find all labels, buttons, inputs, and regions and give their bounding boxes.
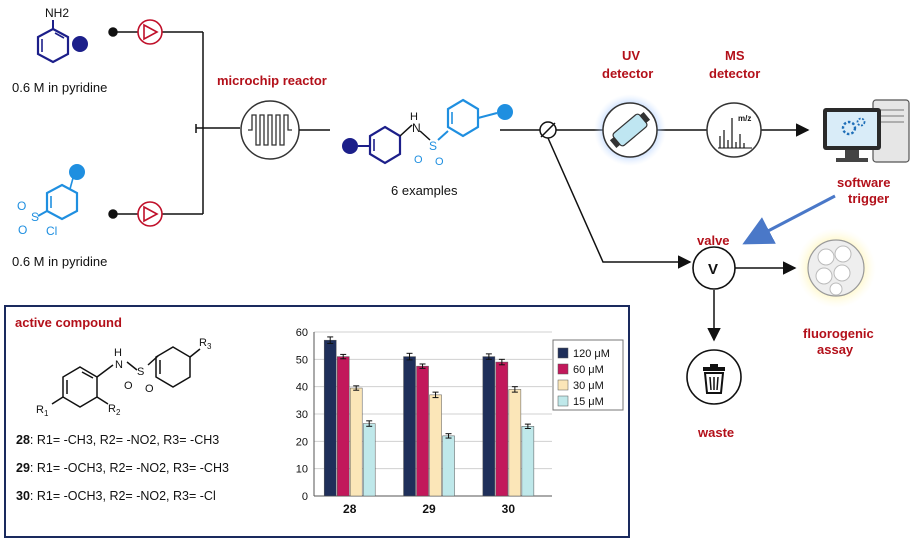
legend-swatch [557, 379, 569, 391]
compound-list: 28: R1= -CH3, R2= -NO2, R3= -CH3 29: R1=… [16, 433, 229, 503]
y-tick-label: 60 [296, 327, 308, 339]
svg-text:R: R [199, 337, 207, 349]
svg-text:H: H [114, 347, 122, 359]
inhibition-bar-chart: 0 10 20 30 40 50 60 28 29 30 120 μM 60 μM 30 μM 15 μM [296, 327, 624, 516]
legend-label: 30 μM [573, 380, 604, 392]
compound-id: 30 [16, 489, 30, 503]
y-tick-label: 0 [302, 491, 308, 503]
assay-label-top: fluorogenic [803, 326, 874, 341]
svg-text:O: O [414, 154, 423, 166]
amine-concentration: 0.6 M in pyridine [12, 80, 107, 95]
svg-text:O: O [18, 223, 27, 237]
bar [403, 356, 416, 497]
software-label-bottom: trigger [848, 191, 889, 206]
uv-label-top: UV [622, 48, 640, 63]
svg-text:O: O [17, 199, 26, 213]
bar [429, 394, 442, 497]
bar [323, 339, 337, 497]
product-count: 6 examples [391, 183, 458, 198]
amine-nh2-label: NH2 [45, 6, 69, 20]
legend-label: 60 μM [573, 364, 604, 376]
legend-swatch [557, 363, 569, 375]
y-tick-label: 20 [296, 436, 308, 448]
x-tick-label: 29 [422, 502, 436, 516]
compound-row: 28: R1= -CH3, R2= -NO2, R3= -CH3 [16, 433, 219, 447]
svg-text:S: S [31, 210, 39, 224]
valve[interactable]: V [692, 246, 736, 290]
compound-id: 28 [16, 433, 30, 447]
compound-desc: : R1= -OCH3, R2= -NO2, R3= -CH3 [30, 461, 229, 475]
legend-swatch [557, 395, 569, 407]
bar [362, 423, 376, 497]
y-tick-label: 30 [296, 409, 308, 421]
ms-label-top: MS [725, 48, 745, 63]
main-line [500, 121, 810, 342]
compound-row: 30: R1= -OCH3, R2= -NO2, R3= -Cl [16, 489, 216, 503]
ms-axis-label: m/z [738, 114, 751, 123]
svg-text:1: 1 [44, 409, 49, 418]
bar [508, 389, 522, 497]
svg-text:O: O [145, 383, 154, 395]
trigger-arrow [742, 194, 836, 245]
bar [336, 356, 350, 497]
software-label-top: software [837, 175, 890, 190]
legend-swatch [557, 347, 569, 359]
active-compound-structure [51, 346, 201, 408]
svg-text:2: 2 [116, 408, 121, 417]
pump-bottom[interactable] [137, 201, 163, 227]
active-compound-title: active compound [15, 315, 122, 330]
reactor-label: microchip reactor [217, 73, 327, 88]
svg-text:S: S [429, 139, 437, 153]
assay-label-bottom: assay [817, 342, 854, 357]
ms-detector[interactable]: m/z [706, 102, 762, 158]
assay-plate-icon[interactable] [796, 228, 876, 308]
svg-text:R: R [108, 403, 116, 415]
bar [349, 387, 363, 497]
sulfonyl-cl-label: Cl [46, 224, 57, 238]
waste-bin-icon[interactable] [686, 349, 742, 405]
uv-label-bottom: detector [602, 66, 653, 81]
uv-detector[interactable] [594, 94, 666, 166]
bar [416, 365, 429, 497]
svg-text:N: N [115, 359, 123, 371]
active-compound-box [4, 305, 630, 538]
ms-label-bottom: detector [709, 66, 760, 81]
amine-structure: NH2 [36, 6, 88, 64]
svg-text:O: O [124, 380, 133, 392]
svg-text:N: N [412, 121, 421, 135]
y-tick-label: 40 [296, 382, 308, 394]
svg-text:S: S [137, 366, 144, 378]
x-tick-label: 30 [502, 502, 516, 516]
valve-symbol: V [708, 261, 718, 278]
valve-label: valve [697, 233, 730, 248]
bar [521, 426, 535, 497]
bar [482, 356, 496, 497]
legend-label: 15 μM [573, 396, 604, 408]
y-tick-label: 10 [296, 464, 308, 476]
svg-text:O: O [435, 156, 444, 168]
y-tick-label: 50 [296, 354, 308, 366]
compound-desc: : R1= -CH3, R2= -NO2, R3= -CH3 [30, 433, 219, 447]
svg-text:R: R [36, 404, 44, 416]
legend-label: 120 μM [573, 348, 610, 360]
bar [442, 435, 455, 497]
pump-top[interactable] [137, 19, 163, 45]
svg-text:H: H [410, 111, 418, 123]
bar [495, 361, 509, 497]
waste-label: waste [697, 425, 734, 440]
sulfonyl-chloride-structure: S O O Cl [17, 164, 85, 238]
microchip-reactor[interactable] [240, 100, 300, 160]
sulfonyl-concentration: 0.6 M in pyridine [12, 254, 107, 269]
compound-id: 29 [16, 461, 30, 475]
compound-desc: : R1= -OCH3, R2= -NO2, R3= -Cl [30, 489, 216, 503]
svg-text:3: 3 [207, 342, 212, 351]
compound-row: 29: R1= -OCH3, R2= -NO2, R3= -CH3 [16, 461, 229, 475]
amine-substituent-dot [72, 36, 88, 52]
computer-icon[interactable] [823, 99, 910, 163]
x-tick-label: 28 [343, 502, 357, 516]
feed-lines [108, 27, 240, 219]
product-structure: H N S O O [342, 98, 513, 168]
